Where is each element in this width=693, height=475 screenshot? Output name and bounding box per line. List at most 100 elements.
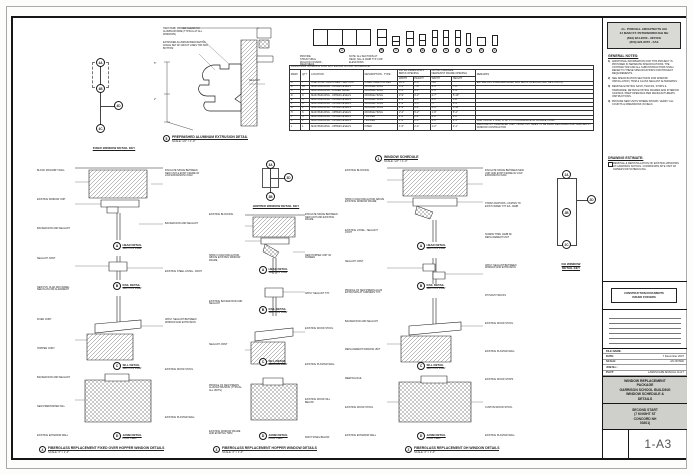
annotation-label: EXISTING EXTERIOR WALL (345, 434, 377, 438)
schedule-row: F 6 MAIN BUILDING - UPPER LEVELS DOUBLE … (288, 101, 594, 108)
sheet-number-row: 1-A3 (603, 429, 687, 458)
detail2-scale: SCALE: 3" = 1'-0" (222, 451, 244, 455)
cell-description: FIXED (362, 123, 399, 132)
marker-letter: A (113, 242, 121, 250)
revision-line (609, 324, 681, 329)
file-info: FILE NAME: DATE: 7 December 2007 SCALE: … (603, 348, 687, 376)
annotation-label: EXISTING WOOD SILL BELOW (305, 398, 331, 404)
architect-line: J.L. PURCELL ARCHITECTS AIA (620, 27, 668, 32)
general-note: REMOVE EXISTING SASH, TRACKS, STOPS & HA… (608, 85, 679, 98)
schedule-row: L 1 MAIN BUILDING - UPPER LEVELS FIXED 1… (288, 123, 594, 132)
window-type-mark: J (466, 47, 472, 53)
file-info-row: DATE: 7 December 2007 (603, 354, 687, 360)
annotation-label: INSULATE SPACE BETWEEN NEW UNIT AND EXIS… (485, 169, 524, 178)
schedule-row: C 8 MAIN BUILDING - LOWER LEVEL DOUBLE H… (288, 89, 594, 95)
sash-split-line (444, 37, 448, 39)
issue-stamp-line: ISSUED FOR BIDS (632, 295, 656, 299)
detail-marker-4c: 4C (96, 124, 105, 133)
file-info-row: FILE NAME: (603, 349, 687, 355)
dh-window-detail-key: 2A 2D 2B 2C (543, 168, 599, 260)
project-title-line: GARRISON SCHOOL BUILDING (619, 387, 671, 392)
file-info-label: JOB No.: (606, 365, 618, 369)
window-type-items: B C D E (376, 29, 498, 53)
sheet-border: 4A 4B 4D 4C FIXED WINDOW DETAIL KEY HIGH… (11, 16, 687, 460)
sash-split-line (406, 37, 413, 39)
annotation-label: DH SASH TRACKS (485, 294, 506, 298)
elevation-note-left: PROVIDE STRUCTURAL MULLION COVERS - FIEL… (300, 55, 323, 67)
sash-split-line (420, 39, 425, 41)
annotation-label: SEALANT JOINT (209, 343, 228, 347)
fixed-window-detail-key: 4A 4B 4D 4C (83, 56, 143, 142)
revision-block (609, 314, 681, 344)
window-type-item: C (392, 36, 400, 53)
marker-letter: B (259, 306, 267, 314)
hopper-window-detail-key: 3A 3D 3B (253, 160, 299, 202)
extrusion-scale: SCALE: 1/2" = 1'-0" (172, 140, 196, 144)
general-note: SEE SPECIFICATION SECTIONS FOR WINDOW IN… (608, 77, 678, 84)
drawing-estimate-title: DRAWING ESTIMATE: (608, 156, 644, 160)
schedule-caption-scale: SCALE: 1/2" = 1'-0" (384, 160, 408, 164)
file-info-row: PLOT: LANDSCAPE MANUAL 11x17 (603, 371, 687, 376)
window-type-mark: H (454, 47, 461, 53)
window-type-mark: C (393, 47, 399, 53)
annotation-label: SEALANT JOINT (345, 260, 364, 264)
marker-letter: A (259, 266, 267, 274)
annotation-label: SCREW THRU JAMB W/ REPLACEMENT UNIT (485, 232, 512, 239)
detail3-annotations-right: INSULATE SPACE BETWEEN NEW UNIT AND EXIS… (485, 169, 527, 438)
architect-line: (603) 924-6070 - FAX (629, 39, 659, 44)
general-notes: GENERAL NOTES: ADDITIONAL INFORMATION FO… (608, 54, 682, 108)
file-info-value: LANDSCAPE MANUAL 11x17 (648, 371, 684, 375)
cell-qty: 1 (300, 123, 311, 132)
detail2-caption: 3 FIBERGLASS REPLACEMENT HOPPER WINDOW D… (213, 446, 317, 454)
client-line: CONCORD NH (633, 416, 657, 421)
marker-letter: B (113, 282, 121, 290)
window-type-mark: L (491, 47, 498, 53)
window-type-item: H (454, 30, 461, 53)
col-qty: QTY (300, 69, 311, 82)
detail-marker-2b: 2B (562, 208, 571, 217)
detail1-caption: 4 FIBERGLASS REPLACEMENT FIXED OVER HOPP… (39, 446, 165, 454)
window-type-elevation (419, 34, 426, 46)
detail3-title: FIBERGLASS REPLACEMENT DH WINDOW DETAILS (414, 446, 500, 452)
file-info-value: AS NOTED (670, 360, 684, 364)
fixed-key-title: FIXED WINDOW DETAIL KEY (92, 146, 136, 150)
window-type-elevation (491, 35, 498, 46)
cell-width-2: 1'-6" (429, 118, 453, 125)
annotation-label: APPLY SEALANT BETWEEN WINDOW AND EXTRUSI… (485, 263, 517, 270)
window-type-mark: G (443, 47, 449, 53)
window-type-item: F (431, 30, 438, 53)
key-symbol-box (262, 168, 279, 188)
marker-letter: C (113, 362, 121, 370)
architect-line: 44 MAIN ST. PETERBOROUGH NH (619, 31, 669, 36)
detail-number-1: 1 (375, 155, 382, 162)
drawing-estimate-item: REMOVAL & REINSTALLATION OF EXISTING WIN… (608, 162, 682, 171)
cell-height-1: 2'-4" (412, 118, 431, 125)
window-type-mark: D (406, 47, 413, 53)
sash-split-line (393, 40, 399, 42)
project-title-line: WINDOW SCHEDULE & (626, 392, 664, 397)
window-type-elevation (443, 30, 449, 46)
window-type-item: G (443, 30, 449, 53)
annotation-label: BACKER ROD AND SEALANT (165, 222, 198, 226)
project-title-line: PACKAGE (636, 383, 654, 388)
revision-line (609, 319, 681, 324)
issue-stamp-line: CONSTRUCTION DOCUMENTS (624, 292, 664, 295)
annotation-label: EXISTING EXTERIOR WALL (37, 434, 69, 438)
key-line (270, 166, 271, 198)
